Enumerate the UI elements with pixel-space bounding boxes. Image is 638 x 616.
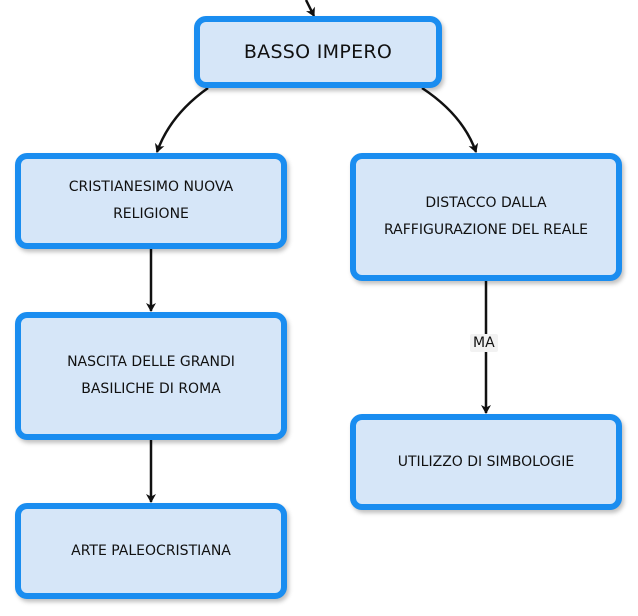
node-cristianesimo-label: CRISTIANESIMO NUOVA RELIGIONE	[68, 179, 234, 222]
node-basso-impero-label: BASSO IMPERO	[243, 41, 393, 63]
node-nascita[interactable]: NASCITA DELLE GRANDI BASILICHE DI ROMA	[15, 312, 287, 440]
connector-root-to-distacco	[421, 86, 479, 153]
node-cristianesimo[interactable]: CRISTIANESIMO NUOVA RELIGIONE	[15, 153, 287, 249]
node-arte[interactable]: ARTE PALEOCRISTIANA	[15, 503, 287, 599]
node-utilizzo[interactable]: UTILIZZO DI SIMBOLOGIE	[350, 414, 622, 510]
node-utilizzo-label: UTILIZZO DI SIMBOLOGIE	[397, 453, 575, 470]
link-label-ma: MA	[470, 334, 498, 352]
node-distacco-label: DISTACCO DALLA RAFFIGURAZIONE DEL REALE	[384, 195, 588, 238]
node-distacco[interactable]: DISTACCO DALLA RAFFIGURAZIONE DEL REALE	[350, 153, 622, 281]
node-arte-label: ARTE PALEOCRISTIANA	[71, 542, 231, 559]
connector-root-to-cristianesimo	[154, 86, 209, 153]
node-basso-impero[interactable]: BASSO IMPERO	[194, 16, 442, 88]
connector-incoming-root	[304, 0, 316, 17]
node-nascita-label: NASCITA DELLE GRANDI BASILICHE DI ROMA	[67, 354, 235, 397]
